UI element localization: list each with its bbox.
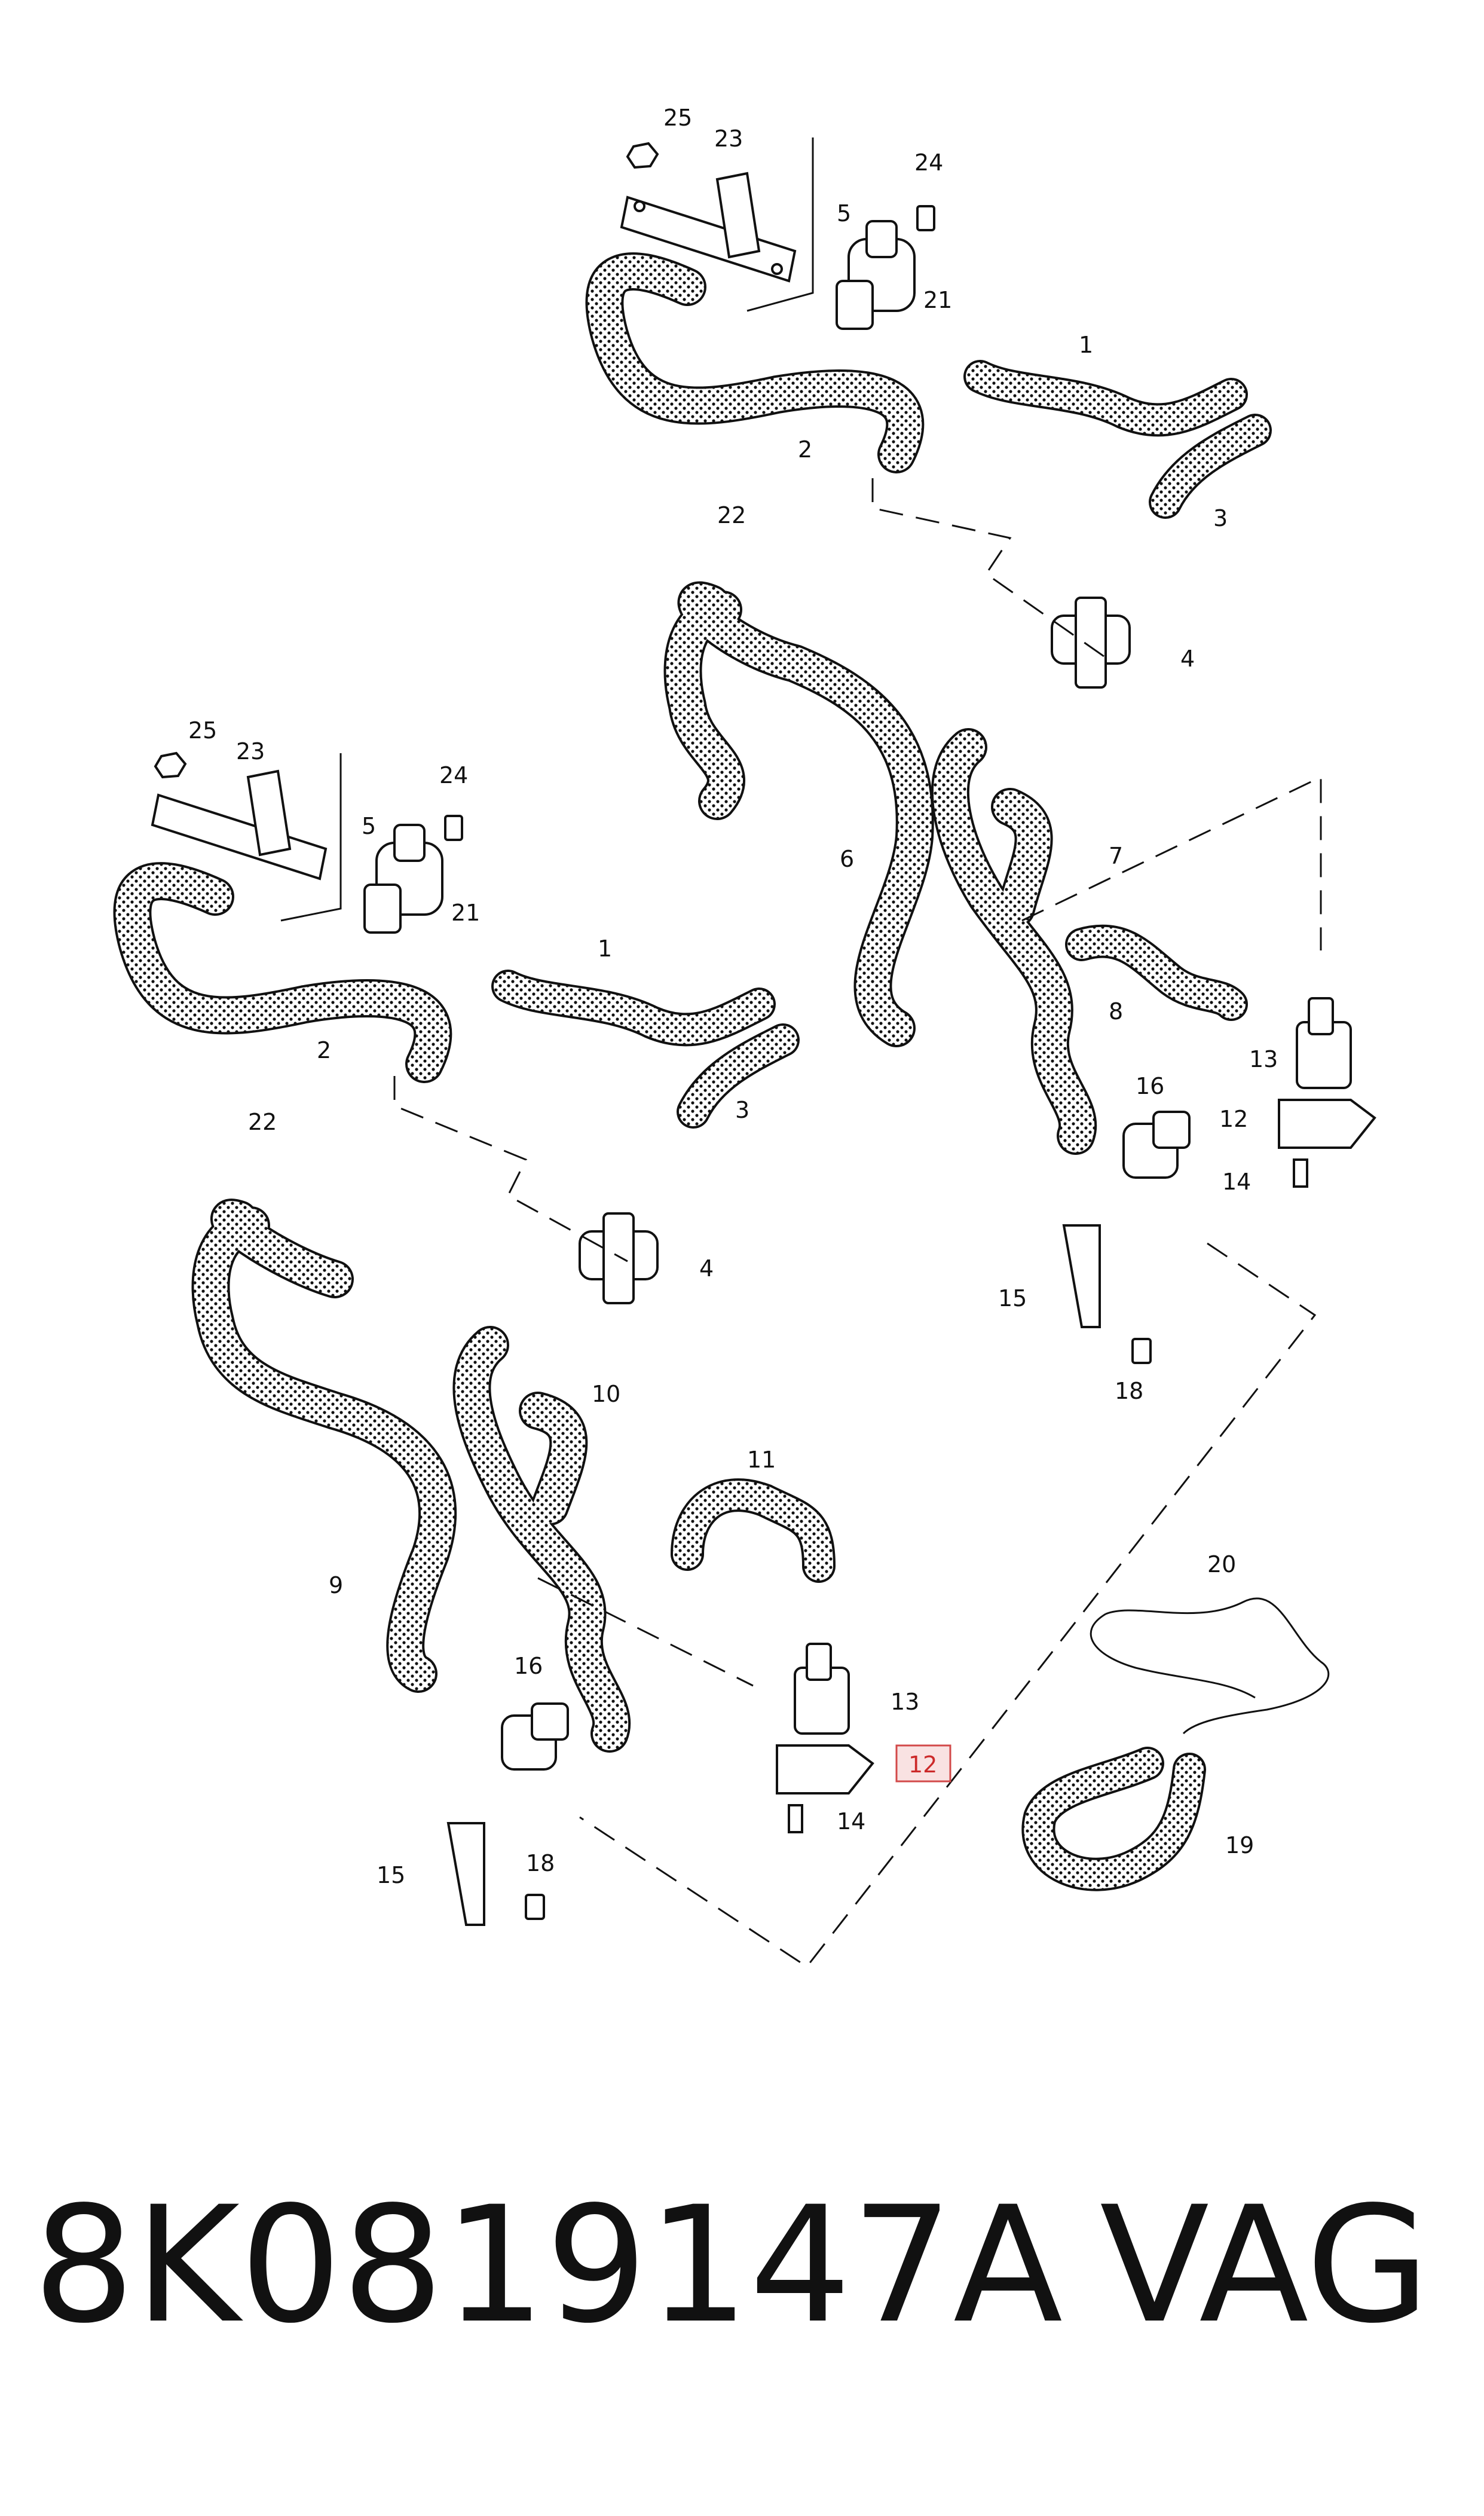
callouts-upper: 25 23 24 5 21 1 2 22 3 4 6 7 8 13 12 14 … (663, 105, 1278, 1404)
callout-label: 5 (362, 813, 376, 839)
hose-3 (677, 1023, 800, 1129)
bolt-icon (525, 1894, 545, 1920)
bolt-icon (1131, 1338, 1152, 1364)
callout-label: 24 (439, 762, 468, 788)
hose-10 (452, 1326, 631, 1753)
hose-2 (113, 862, 452, 1083)
callout-label: 20 (1207, 1551, 1236, 1578)
dashed-link (579, 1242, 1317, 1968)
hose-2 (585, 252, 925, 473)
callout-label: 10 (592, 1381, 620, 1407)
callout-label: 15 (377, 1862, 405, 1888)
callout-label: 19 (1225, 1832, 1254, 1858)
callout-label: 13 (891, 1689, 919, 1715)
callout-label: 12 (1219, 1106, 1248, 1132)
callout-label: 22 (717, 502, 746, 528)
bracket-icon (151, 769, 328, 881)
callout-label: 21 (451, 900, 480, 926)
callout-label: 9 (329, 1572, 343, 1598)
callout-label: 1 (1079, 332, 1093, 358)
bracket-icon (620, 172, 797, 283)
water-pump-icon (1278, 997, 1376, 1149)
hose-1 (491, 970, 776, 1047)
callout-label: 16 (1136, 1073, 1164, 1099)
callout-label: 16 (514, 1653, 543, 1679)
nut-icon (154, 751, 187, 779)
connector-icon (1051, 597, 1131, 689)
callout-label: 2 (798, 436, 812, 463)
dashed-link (871, 478, 1106, 659)
hose-9 (191, 1199, 457, 1693)
connector-icon (579, 1212, 659, 1304)
callout-label: 11 (747, 1447, 776, 1473)
callout-label: 5 (837, 200, 851, 227)
dashed-link (537, 1577, 754, 1687)
callout-label: 14 (837, 1808, 865, 1835)
hose-19 (1021, 1747, 1206, 1891)
dashed-link (1021, 775, 1322, 950)
hose-6 (663, 581, 934, 1047)
hose-11 (671, 1478, 836, 1583)
bolt-icon (444, 815, 463, 841)
callout-label: 7 (1109, 843, 1123, 869)
callout-label: 4 (1180, 646, 1195, 672)
callout-label: 13 (1249, 1046, 1278, 1072)
lower-assembly (113, 751, 1330, 1926)
callout-label: 8 (1109, 998, 1123, 1025)
callout-label: 23 (714, 126, 743, 152)
upper-assembly (579, 137, 1376, 1968)
bolt-icon (916, 205, 935, 231)
bracket-icon (1062, 1224, 1101, 1328)
valve-icon (501, 1702, 569, 1771)
callout-label: 25 (188, 717, 217, 744)
bracket-icon (446, 1822, 485, 1926)
screw-icon (1293, 1158, 1308, 1188)
hose-7 (931, 728, 1097, 1155)
callout-label: 14 (1222, 1169, 1251, 1195)
callout-label: 22 (248, 1109, 277, 1135)
callout-label: 18 (1115, 1378, 1143, 1404)
callout-label: 4 (699, 1255, 714, 1282)
valve-icon (1122, 1111, 1191, 1179)
dashed-link (393, 1076, 628, 1262)
callout-label: 21 (923, 287, 952, 313)
callout-label: 12 (908, 1751, 937, 1778)
callout-label: 3 (1213, 505, 1228, 531)
hose-1 (963, 360, 1248, 437)
part-number: 8K0819147A (33, 2172, 1063, 2359)
pipe-20 (1090, 1597, 1330, 1735)
water-pump-icon (836, 220, 916, 330)
hose-3 (1149, 414, 1272, 519)
callout-label: 25 (663, 105, 692, 131)
callout-label: 1 (598, 936, 612, 962)
callout-label: 6 (840, 846, 854, 872)
water-pump-icon (776, 1643, 874, 1794)
water-pump-icon (363, 824, 443, 934)
nut-icon (626, 142, 659, 169)
callout-label: 3 (735, 1097, 749, 1123)
brand-label: VAG (1100, 2172, 1430, 2359)
callout-label: 2 (317, 1037, 331, 1063)
callout-label: 15 (998, 1285, 1027, 1312)
callout-label: 23 (236, 738, 265, 765)
callouts-lower: 25 23 24 5 21 1 2 22 3 4 9 10 11 16 13 1… (188, 717, 1254, 1888)
hose-8 (1065, 924, 1248, 1021)
screw-icon (788, 1804, 803, 1833)
callout-label: 18 (526, 1850, 555, 1876)
callout-label: 24 (914, 149, 943, 176)
parts-diagram: 25 23 24 5 21 1 2 22 3 4 6 7 8 13 12 14 … (113, 105, 1376, 1968)
highlighted-callout: 12 (895, 1744, 951, 1783)
